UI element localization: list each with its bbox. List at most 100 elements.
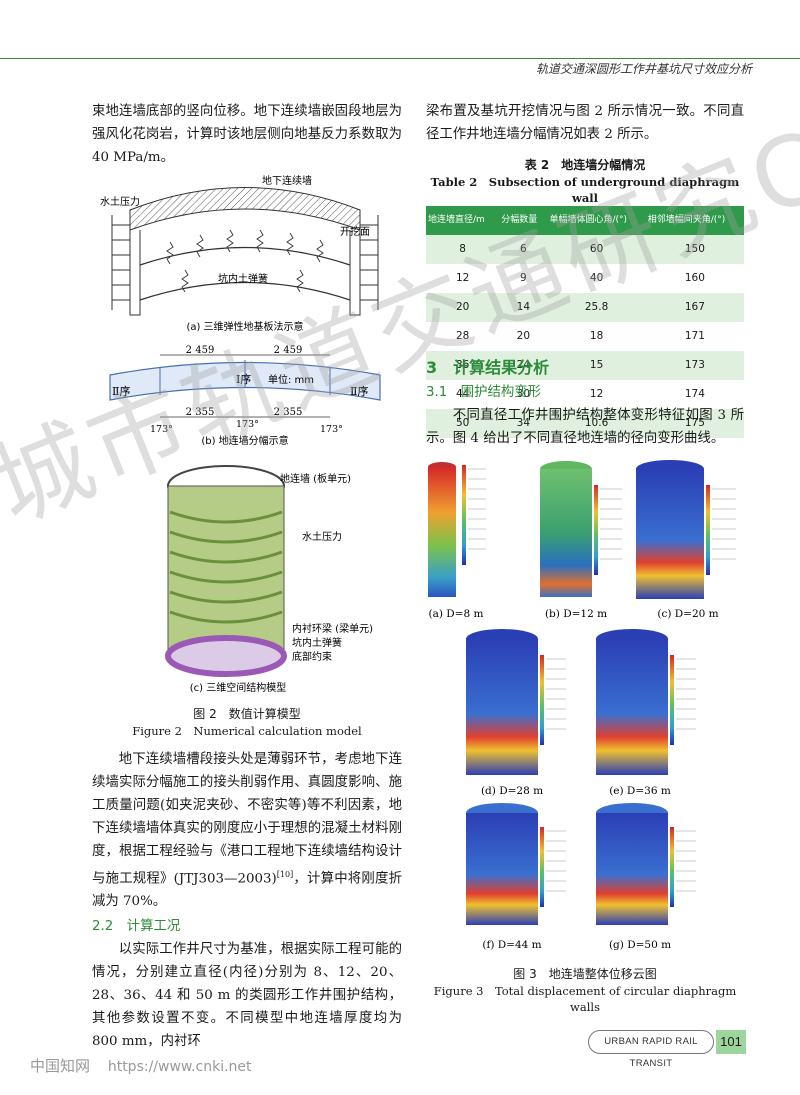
angle1: 173° (150, 424, 173, 435)
table-cell: 167 (645, 293, 744, 322)
footer-site-cn: 中国知网 (30, 1057, 91, 1075)
table-cell: 60 (547, 235, 646, 264)
journal-badge: URBAN RAPID RAIL TRANSIT (588, 1030, 714, 1069)
contour-d12 (540, 461, 622, 597)
table-cell: 28 (426, 322, 500, 351)
table-cell: 12 (547, 380, 646, 409)
table-cell: 15 (547, 351, 646, 380)
table-cell: 34 (499, 409, 548, 438)
fig2-caption-block: 图 2 数值计算模型 Figure 2 Numerical calculatio… (92, 705, 402, 739)
running-title: 轨道交通深圆形工作井基坑尺寸效应分析 (535, 62, 752, 76)
table-cell: 14 (499, 293, 548, 322)
label-pressure-c: 水土压力 (302, 530, 342, 543)
fig2-caption-en: Figure 2 Numerical calculation model (132, 724, 362, 738)
paragraph: 束地连墙底部的竖向位移。地下连续墙嵌固段地层为强风化花岗岩，计算时该地层侧向地基… (92, 104, 402, 165)
table-cell: 50 (426, 409, 500, 438)
fig3-caption-block: 图 3 地连墙整体位移云图 Figure 3 Total displacemen… (426, 965, 744, 1015)
table-cell: 36 (426, 351, 500, 380)
fig2-caption-cn: 图 2 数值计算模型 (193, 707, 301, 721)
page-number: 101 (716, 1030, 746, 1054)
table-cell: 171 (645, 322, 744, 351)
angle3: 173° (320, 424, 343, 435)
table-cell: 12 (426, 264, 500, 293)
table-header: 分幅数量 (499, 206, 548, 235)
seq3: Ⅱ序 (350, 384, 368, 398)
label-pressure: 水土压力 (100, 195, 140, 208)
dim1: 2 459 (186, 345, 215, 356)
section-3-title: 3 计算结果分析 (426, 358, 550, 377)
fig3e-label: (e) D=36 m (609, 785, 671, 797)
contour-d28 (466, 629, 566, 775)
dim4: 2 355 (274, 407, 303, 418)
footer-source: 中国知网 https://www.cnki.net (30, 1055, 252, 1076)
contour-d8 (428, 462, 486, 597)
contour-d44 (466, 803, 566, 925)
paragraph-cases: 以实际工作井尺寸为基准，根据实际工程可能的情况，分别建立直径(内径)分别为 8、… (92, 942, 402, 1050)
footer-site-url[interactable]: https://www.cnki.net (107, 1059, 252, 1075)
fig3-caption-cn: 图 3 地连墙整体位移云图 (513, 967, 657, 981)
unit-label: 单位: mm (268, 373, 314, 386)
table-cell: 174 (645, 380, 744, 409)
label-spring: 坑内土弹簧 (218, 272, 268, 285)
table-cell: 18 (547, 322, 646, 351)
fig2a-caption: (a) 三维弹性地基板法示意 (186, 320, 303, 333)
label-bottom: 底部约束 (292, 650, 332, 663)
label-ring-beam: 内衬环梁 (梁单元) (292, 622, 373, 635)
fig3-contours: (a) D=8 m (b) D=12 m (c) D=20 m (d) D=28… (428, 460, 736, 951)
table-cell: 25.8 (547, 293, 646, 322)
table-cell: 175 (645, 409, 744, 438)
table-cell: 20 (499, 322, 548, 351)
seq1: Ⅱ序 (112, 384, 130, 398)
fig3c-label: (c) D=20 m (657, 608, 718, 620)
label-face: 开挖面 (340, 225, 370, 238)
seq2: Ⅰ序 (236, 372, 251, 386)
dim3: 2 355 (186, 407, 215, 418)
fig3d-label: (d) D=28 m (481, 785, 543, 797)
paragraph-stiffness-text: 地下连续墙槽段接头处是薄弱环节，考虑地下连续墙实际分幅施工的接头削弱作用、真圆度… (92, 752, 402, 887)
table2-title-cn: 表 2 地连墙分幅情况 (524, 158, 646, 172)
paragraph-stiffness: 地下连续墙槽段接头处是薄弱环节，考虑地下连续墙实际分幅施工的接头削弱作用、真圆度… (92, 748, 402, 913)
section-3-block: 3 计算结果分析 3.1 围护结构变形 不同直径工作井围护结构整体变形特征如图 … (426, 355, 744, 450)
fig2a-diagram: 地下连续墙 水土压力 开挖面 坑内土弹簧 (a) 三维弹性地基板法示意 (100, 174, 379, 333)
contour-d20 (636, 460, 736, 599)
table-cell: 150 (645, 235, 744, 264)
fig2c-diagram: 地连墙 (板单元) 水土压力 内衬环梁 (梁单元) 坑内土弹簧 底部约束 (c)… (165, 465, 373, 694)
table-cell: 10.6 (547, 409, 646, 438)
fig3a-label: (a) D=8 m (429, 608, 484, 620)
contour-d50 (596, 803, 696, 925)
angle2: 173° (236, 419, 259, 430)
contour-d36 (596, 629, 696, 775)
paragraph-stiffness-end: ，计算中将刚度折减为 70%。 (92, 871, 402, 910)
table-cell: 44 (426, 380, 500, 409)
fig2b-caption: (b) 地连墙分幅示意 (201, 434, 288, 445)
left-column-lower: 地下连续墙槽段接头处是薄弱环节，考虑地下连续墙实际分幅施工的接头削弱作用、真圆度… (92, 748, 402, 1053)
table-cell: 8 (426, 235, 500, 264)
section-2-2-title: 2.2 计算工况 (92, 919, 181, 935)
table-cell: 160 (645, 264, 744, 293)
table-cell: 30 (499, 380, 548, 409)
dim2: 2 459 (274, 345, 303, 356)
label-spring-c: 坑内土弹簧 (292, 636, 342, 649)
header-rule (0, 58, 800, 59)
section-3-1-title: 3.1 围护结构变形 (426, 385, 542, 400)
fig3g-label: (g) D=50 m (609, 939, 671, 951)
table-cell: 20 (426, 293, 500, 322)
table-header: 相邻墙幅间夹角/(°) (645, 206, 744, 235)
paragraph-fig3-intro: 不同直径工作井围护结构整体变形特征如图 3 所示。图 4 给出了不同直径地连墙的… (426, 408, 744, 446)
label-wall: 地下连续墙 (262, 174, 312, 187)
paragraph-right: 梁布置及基坑开挖情况与图 2 所示情况一致。不同直径工作井地连墙分幅情况如表 2… (426, 104, 744, 142)
table2-title-en: Table 2 Subsection of underground diaphr… (430, 175, 740, 205)
table-cell: 6 (499, 235, 548, 264)
table-cell: 173 (645, 351, 744, 380)
fig3b-label: (b) D=12 m (545, 608, 607, 620)
table-cell: 40 (547, 264, 646, 293)
fig2b-diagram: 2 459 2 459 2 355 2 355 Ⅱ序 Ⅰ序 Ⅱ序 单位: mm … (109, 345, 381, 445)
table-cell: 9 (499, 264, 548, 293)
